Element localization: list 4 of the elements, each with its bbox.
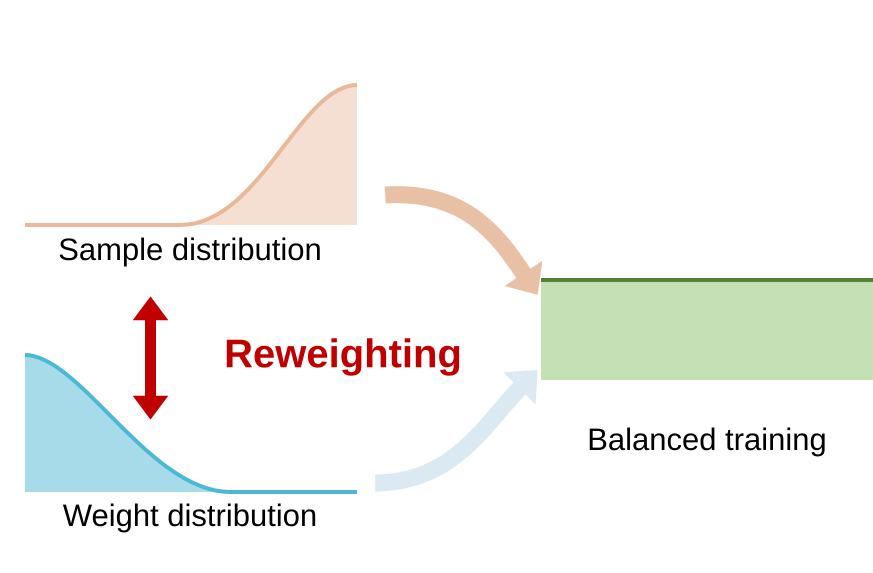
edge-label: Reweighting (226, 338, 460, 376)
node-label: Balanced training (590, 428, 825, 456)
node-label: Sample distribution (60, 238, 320, 266)
node-label: Weight distribution (62, 504, 316, 532)
